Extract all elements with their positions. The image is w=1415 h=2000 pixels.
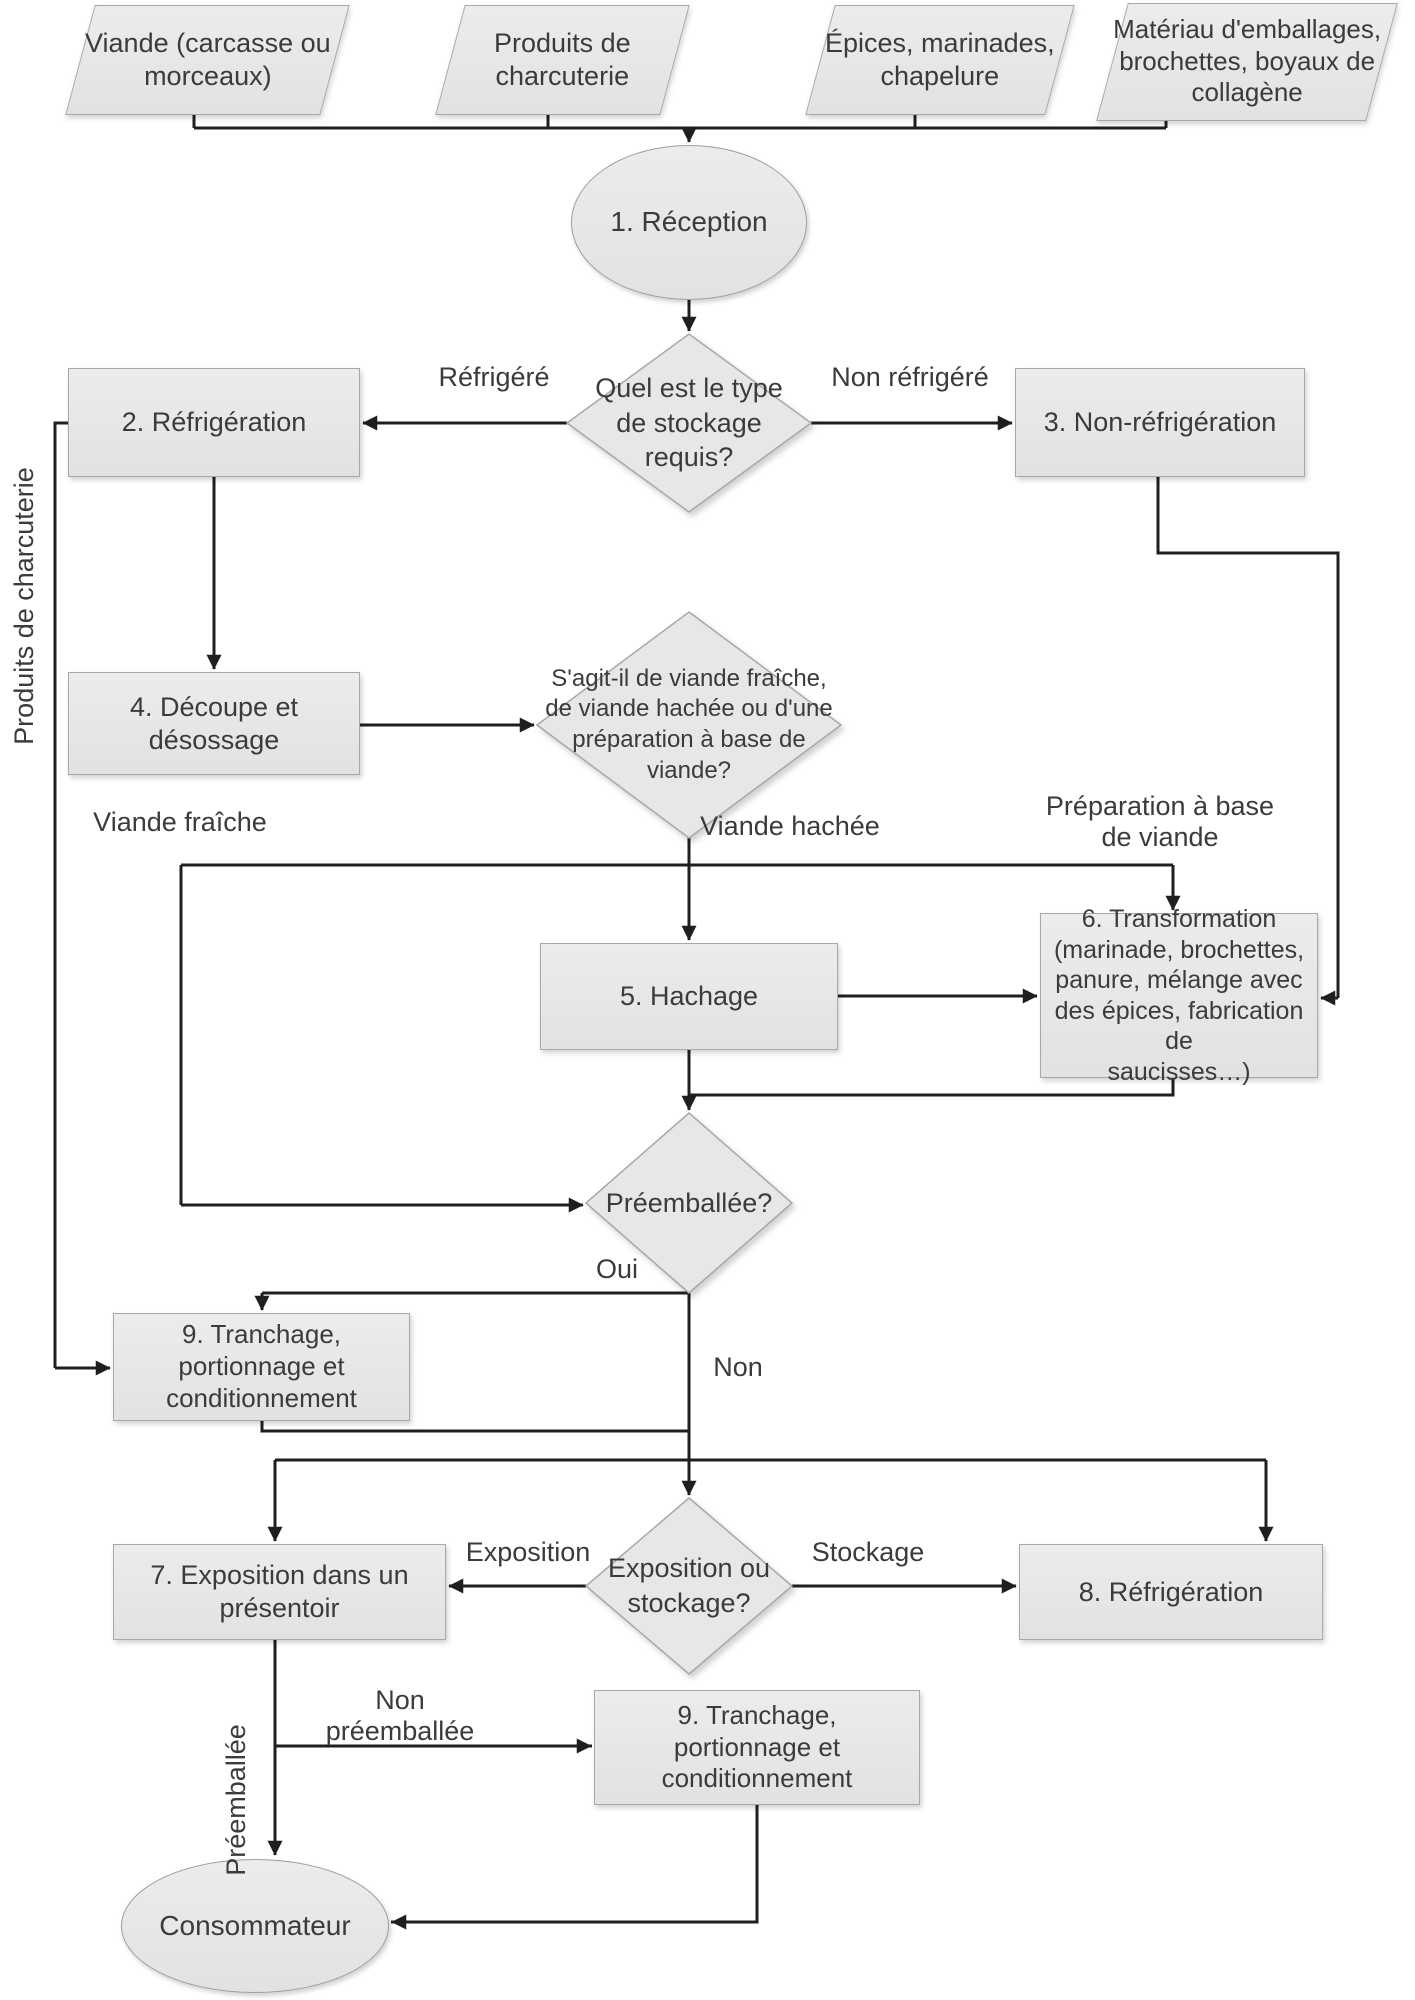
decision-type-stockage-label: Quel est le type de stockage requis? xyxy=(595,373,783,473)
decision-preemballee-label: Préemballée? xyxy=(605,1187,773,1218)
process-2-refrigeration: 2. Réfrigération xyxy=(68,368,360,477)
terminator-reception: 1. Réception xyxy=(571,145,807,300)
decision-exposition-stockage-label: Exposition ou stockage? xyxy=(607,1553,771,1618)
edge-label-produits-charcuterie: Produits de charcuterie xyxy=(9,467,40,745)
input-produits-charcuterie: Produits de charcuterie xyxy=(435,5,690,115)
process-9-tranchage-b: 9. Tranchage, portionnage et conditionne… xyxy=(594,1690,920,1805)
edge-label-non-preemballee: Non préemballée xyxy=(325,1684,475,1746)
process-8-refrigeration: 8. Réfrigération xyxy=(1019,1544,1323,1640)
edge-label-viande-hachee: Viande hachée xyxy=(700,811,880,842)
edge-label-non-refrigere: Non réfrigéré xyxy=(831,362,989,393)
edge-label-preparation: Préparation à base de viande xyxy=(1045,790,1275,852)
decision-exposition-stockage-shape xyxy=(584,1497,794,1675)
input-viande: Viande (carcasse ou morceaux) xyxy=(65,5,350,115)
edge-label-viande-fraiche: Viande fraîche xyxy=(93,807,267,838)
process-5-hachage: 5. Hachage xyxy=(540,943,838,1050)
edge-label-exposition: Exposition xyxy=(465,1537,591,1568)
decision-type-stockage-shape xyxy=(565,333,813,513)
edge-label-preemballee: Préemballée xyxy=(221,1724,252,1876)
decision-preemballee-shape xyxy=(584,1112,794,1294)
terminator-consommateur: Consommateur xyxy=(121,1859,389,1993)
edge-label-non: Non xyxy=(713,1352,763,1383)
process-4-decoupe-desossage: 4. Découpe et désossage xyxy=(68,672,360,775)
connector-arrows xyxy=(55,127,1338,1930)
input-materiau-emballages: Matériau d'emballages, brochettes, boyau… xyxy=(1096,3,1398,121)
decision-viande-shape xyxy=(535,611,843,839)
process-9-tranchage-a: 9. Tranchage, portionnage et conditionne… xyxy=(113,1313,410,1421)
decision-viande-label: S'agit-il de viande fraîche, de viande h… xyxy=(545,664,833,784)
decision-shapes xyxy=(535,333,843,1675)
input-epices: Épices, marinades, chapelure xyxy=(805,5,1075,115)
process-3-non-refrigeration: 3. Non-réfrigération xyxy=(1015,368,1305,477)
edge-label-oui: Oui xyxy=(595,1254,639,1285)
edge-label-refrigere: Réfrigéré xyxy=(438,362,550,393)
process-6-transformation: 6. Transformation (marinade, brochettes,… xyxy=(1040,905,1318,1086)
process-7-exposition-presentoir: 7. Exposition dans un présentoir xyxy=(113,1544,446,1640)
edge-label-stockage: Stockage xyxy=(811,1537,925,1568)
